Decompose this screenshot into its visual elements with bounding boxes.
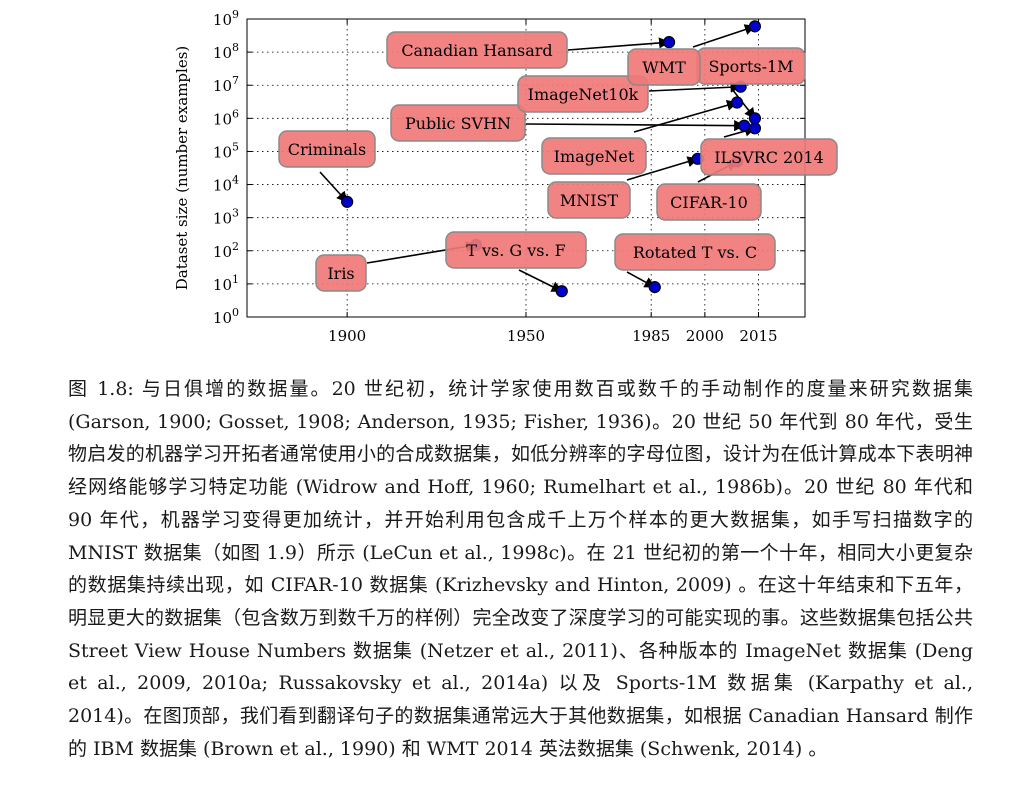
y-tick-label: 101 [213, 273, 239, 294]
data-label-box [315, 254, 367, 292]
data-point [738, 119, 751, 132]
data-label-box [541, 137, 647, 175]
data-point [648, 280, 661, 294]
data-label: ImageNet10k [528, 85, 639, 104]
data-label-box [517, 75, 649, 113]
data-point [748, 20, 762, 33]
data-label: T vs. G vs. F [466, 241, 566, 260]
data-label-box [445, 231, 587, 269]
y-tick-label: 105 [213, 140, 239, 161]
data-label: WMT [642, 58, 686, 77]
data-point [555, 285, 568, 298]
x-tick-label: 2000 [686, 327, 724, 345]
y-tick-label: 102 [213, 240, 239, 261]
y-tick-label: 108 [213, 41, 239, 62]
annotation-arrow [525, 120, 746, 132]
x-tick-label: 1985 [632, 327, 670, 345]
data-label: Criminals [288, 140, 366, 159]
data-label: Sports-1M [708, 57, 793, 76]
y-tick-label: 106 [213, 107, 239, 128]
data-label-box [547, 181, 631, 219]
data-point [341, 195, 354, 208]
y-axis-label: Dataset size (number examples) [173, 46, 191, 291]
data-label: MNIST [560, 191, 619, 210]
annotation-arrow [692, 24, 756, 48]
dataset-size-chart: 100 101 102 103 104 105 106 107 108 109 1900 1950 19… [173, 8, 838, 345]
data-point [748, 112, 762, 125]
data-label-box [390, 104, 526, 142]
figure-caption: 图 1.8: 与日俱增的数据量。20 世纪初，统计学家使用数百或数千的手动制作的… [68, 378, 973, 760]
data-label-box [386, 31, 568, 69]
data-label-box [656, 183, 762, 221]
x-tick-label: 1950 [507, 327, 545, 345]
data-label-box [627, 48, 701, 86]
annotation-arrow [648, 81, 742, 93]
data-point [730, 96, 744, 109]
data-label-box [614, 233, 776, 271]
data-label: ImageNet [554, 147, 635, 166]
data-label-box [278, 130, 376, 168]
annotation-arrow [731, 88, 756, 120]
x-tick-label: 1900 [328, 327, 366, 345]
data-point [748, 122, 762, 135]
annotation-arrow [319, 171, 348, 203]
x-tick-label: 2015 [739, 327, 777, 345]
y-tick-label: 109 [213, 8, 239, 29]
data-label: ILSVRC 2014 [714, 148, 824, 167]
data-label: Rotated T vs. C [633, 243, 757, 262]
data-label: Canadian Hansard [401, 41, 552, 60]
data-label: Public SVHN [405, 114, 511, 133]
annotation-arrow [567, 37, 671, 51]
y-tick-label: 100 [213, 306, 239, 327]
y-tick-label: 103 [213, 207, 239, 228]
annotation-arrow [633, 99, 739, 133]
data-label: CIFAR-10 [670, 193, 748, 212]
y-tick-label: 107 [213, 74, 239, 95]
data-point [662, 36, 676, 49]
annotation-arrow [518, 269, 563, 292]
data-label: Iris [327, 264, 354, 283]
data-label-box [700, 138, 838, 176]
annotation-arrow [626, 156, 699, 181]
y-tick-label: 104 [213, 174, 239, 195]
